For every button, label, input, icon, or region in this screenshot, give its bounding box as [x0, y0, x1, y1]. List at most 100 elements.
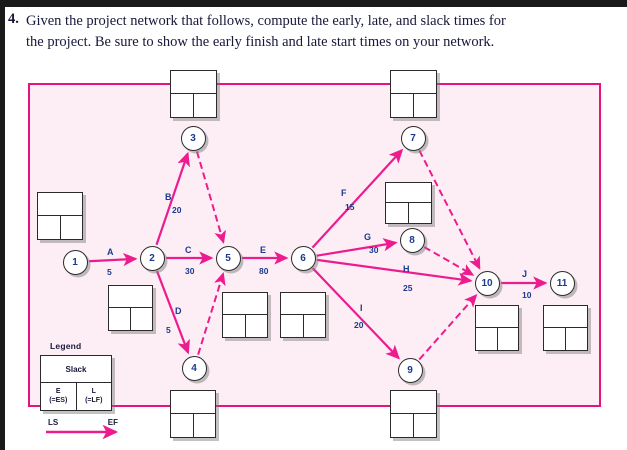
legend-late-sub: (=LF)	[85, 396, 103, 404]
activity-duration-A: 5	[107, 267, 112, 277]
network-node-10[interactable]: 10	[474, 270, 500, 296]
legend-ef-label: EF	[107, 418, 118, 427]
time-box-slack-cell	[171, 71, 216, 94]
activity-duration-F: 15	[345, 202, 355, 212]
time-box-late-cell	[304, 315, 326, 337]
question-number: 4.	[8, 11, 19, 27]
legend-early-sub: (=ES)	[49, 396, 68, 404]
legend-footer-labels: LS EF	[48, 418, 118, 427]
network-node-6[interactable]: 6	[290, 245, 316, 271]
activity-name-C: C	[185, 245, 192, 255]
time-box-late-cell	[414, 94, 436, 117]
network-node-1[interactable]: 1	[62, 249, 88, 275]
time-box-bottom-row	[109, 308, 152, 330]
left-black-bar	[0, 0, 5, 450]
network-diagram-frame	[28, 83, 601, 407]
time-box-slack-cell	[476, 306, 518, 328]
legend-box: Slack E (=ES) L (=LF)	[40, 355, 112, 411]
time-box-early-cell	[109, 308, 131, 330]
time-box-late-cell	[61, 216, 83, 239]
network-node-9[interactable]: 9	[397, 357, 423, 383]
legend-ls-label: LS	[48, 418, 59, 427]
question-text: Given the project network that follows, …	[26, 11, 616, 53]
time-box-node-1	[37, 192, 83, 240]
activity-name-J: J	[522, 269, 528, 279]
activity-name-A: A	[107, 247, 114, 257]
activity-duration-E: 80	[259, 266, 269, 276]
time-box-node-2	[108, 285, 153, 331]
activity-name-B: B	[165, 192, 172, 202]
legend-slack-cell: Slack	[41, 356, 111, 383]
time-box-late-cell	[409, 203, 431, 223]
time-box-slack-cell	[391, 391, 436, 414]
activity-duration-D: 5	[166, 325, 171, 335]
network-node-3[interactable]: 3	[180, 125, 206, 151]
time-box-early-cell	[386, 203, 409, 223]
time-box-bottom-row	[223, 315, 267, 337]
time-box-early-cell	[223, 315, 246, 337]
legend-early-cell: E (=ES)	[41, 383, 77, 410]
time-box-bottom-row	[38, 216, 82, 239]
network-node-7[interactable]: 7	[400, 125, 426, 151]
time-box-late-cell	[414, 414, 436, 437]
activity-name-I: I	[360, 303, 363, 313]
time-box-node-11	[543, 305, 588, 351]
time-box-early-cell	[171, 414, 194, 437]
time-box-late-cell	[498, 328, 519, 350]
time-box-node-6	[280, 292, 326, 338]
time-box-slack-cell	[109, 286, 152, 308]
time-box-node-4	[170, 390, 216, 438]
time-box-early-cell	[171, 94, 194, 117]
activity-name-G: G	[364, 232, 372, 242]
time-box-bottom-row	[391, 94, 436, 117]
network-node-2[interactable]: 2	[139, 245, 165, 271]
time-box-node-9	[390, 390, 437, 438]
time-box-node-10	[475, 305, 519, 351]
time-box-early-cell	[38, 216, 61, 239]
time-box-late-cell	[566, 328, 587, 350]
activity-duration-C: 30	[185, 266, 195, 276]
question-line-1: Given the project network that follows, …	[26, 13, 506, 29]
time-box-early-cell	[476, 328, 498, 350]
time-box-early-cell	[544, 328, 566, 350]
time-box-node-7	[390, 70, 437, 118]
time-box-late-cell	[131, 308, 152, 330]
time-box-node-5	[222, 292, 268, 338]
time-box-slack-cell	[281, 293, 325, 315]
question-line-2: the project. Be sure to show the early f…	[26, 34, 495, 51]
time-box-late-cell	[194, 414, 216, 437]
time-box-bottom-row	[281, 315, 325, 337]
activity-duration-H: 25	[403, 283, 413, 293]
activity-duration-B: 20	[172, 205, 182, 215]
time-box-bottom-row	[391, 414, 436, 437]
time-box-bottom-row	[171, 414, 215, 437]
network-node-8[interactable]: 8	[399, 227, 425, 253]
network-node-11[interactable]: 11	[549, 270, 575, 296]
time-box-slack-cell	[38, 193, 82, 216]
activity-name-H: H	[403, 264, 410, 274]
activity-name-E: E	[260, 245, 267, 255]
activity-duration-I: 20	[354, 320, 364, 330]
time-box-early-cell	[281, 315, 304, 337]
time-box-slack-cell	[386, 183, 431, 203]
time-box-slack-cell	[171, 391, 215, 414]
time-box-late-cell	[246, 315, 268, 337]
top-black-bar	[0, 0, 627, 7]
time-box-early-cell	[391, 94, 414, 117]
time-box-node-3	[170, 70, 217, 118]
network-node-5[interactable]: 5	[215, 245, 241, 271]
time-box-late-cell	[194, 94, 216, 117]
activity-duration-J: 10	[522, 290, 532, 300]
legend-late-label: L	[91, 388, 96, 396]
time-box-slack-cell	[391, 71, 436, 94]
activity-name-F: F	[341, 188, 347, 198]
legend-title: Legend	[50, 341, 82, 351]
time-box-bottom-row	[386, 203, 431, 223]
time-box-slack-cell	[223, 293, 267, 315]
time-box-bottom-row	[544, 328, 587, 350]
time-box-slack-cell	[544, 306, 587, 328]
time-box-bottom-row	[171, 94, 216, 117]
network-node-4[interactable]: 4	[181, 355, 207, 381]
activity-name-D: D	[175, 306, 182, 316]
